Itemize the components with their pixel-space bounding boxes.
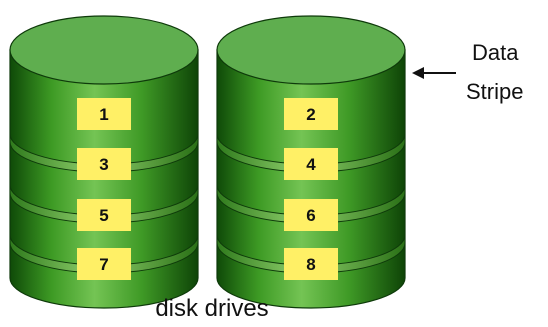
drive-top-cap [9,15,199,85]
drive-top-cap [216,15,406,85]
annotation-line-1: Data [472,40,519,65]
disk-separator-ring [216,234,406,274]
disk-separator-ring [216,184,406,224]
stripe-block [77,98,131,130]
stripe-block [77,248,131,280]
stripe-label: 1 [99,105,108,124]
stripe-label: 8 [306,255,315,274]
data-stripe-annotation: Data Stripe [412,40,523,104]
disk-drive-2: 2 4 6 8 [216,15,406,309]
disk-drive-1: 1 3 5 7 [9,15,199,309]
stripe-block [284,199,338,231]
disk-separator-ring [216,133,406,173]
caption: disk drives [155,295,268,322]
stripe-block [77,199,131,231]
arrow-head-icon [412,67,424,79]
stripe-label: 7 [99,255,108,274]
stripe-label: 5 [99,206,108,225]
stripe-label: 6 [306,206,315,225]
annotation-line-2: Stripe [466,79,523,104]
stripe-block [284,98,338,130]
stripe-label: 4 [306,155,316,174]
stripe-label: 3 [99,155,108,174]
disk-separator-ring [9,234,199,274]
stripe-block [77,148,131,180]
disk-separator-ring [9,184,199,224]
stripe-block [284,248,338,280]
stripe-label: 2 [306,105,315,124]
stripe-block [284,148,338,180]
disk-separator-ring [9,133,199,173]
